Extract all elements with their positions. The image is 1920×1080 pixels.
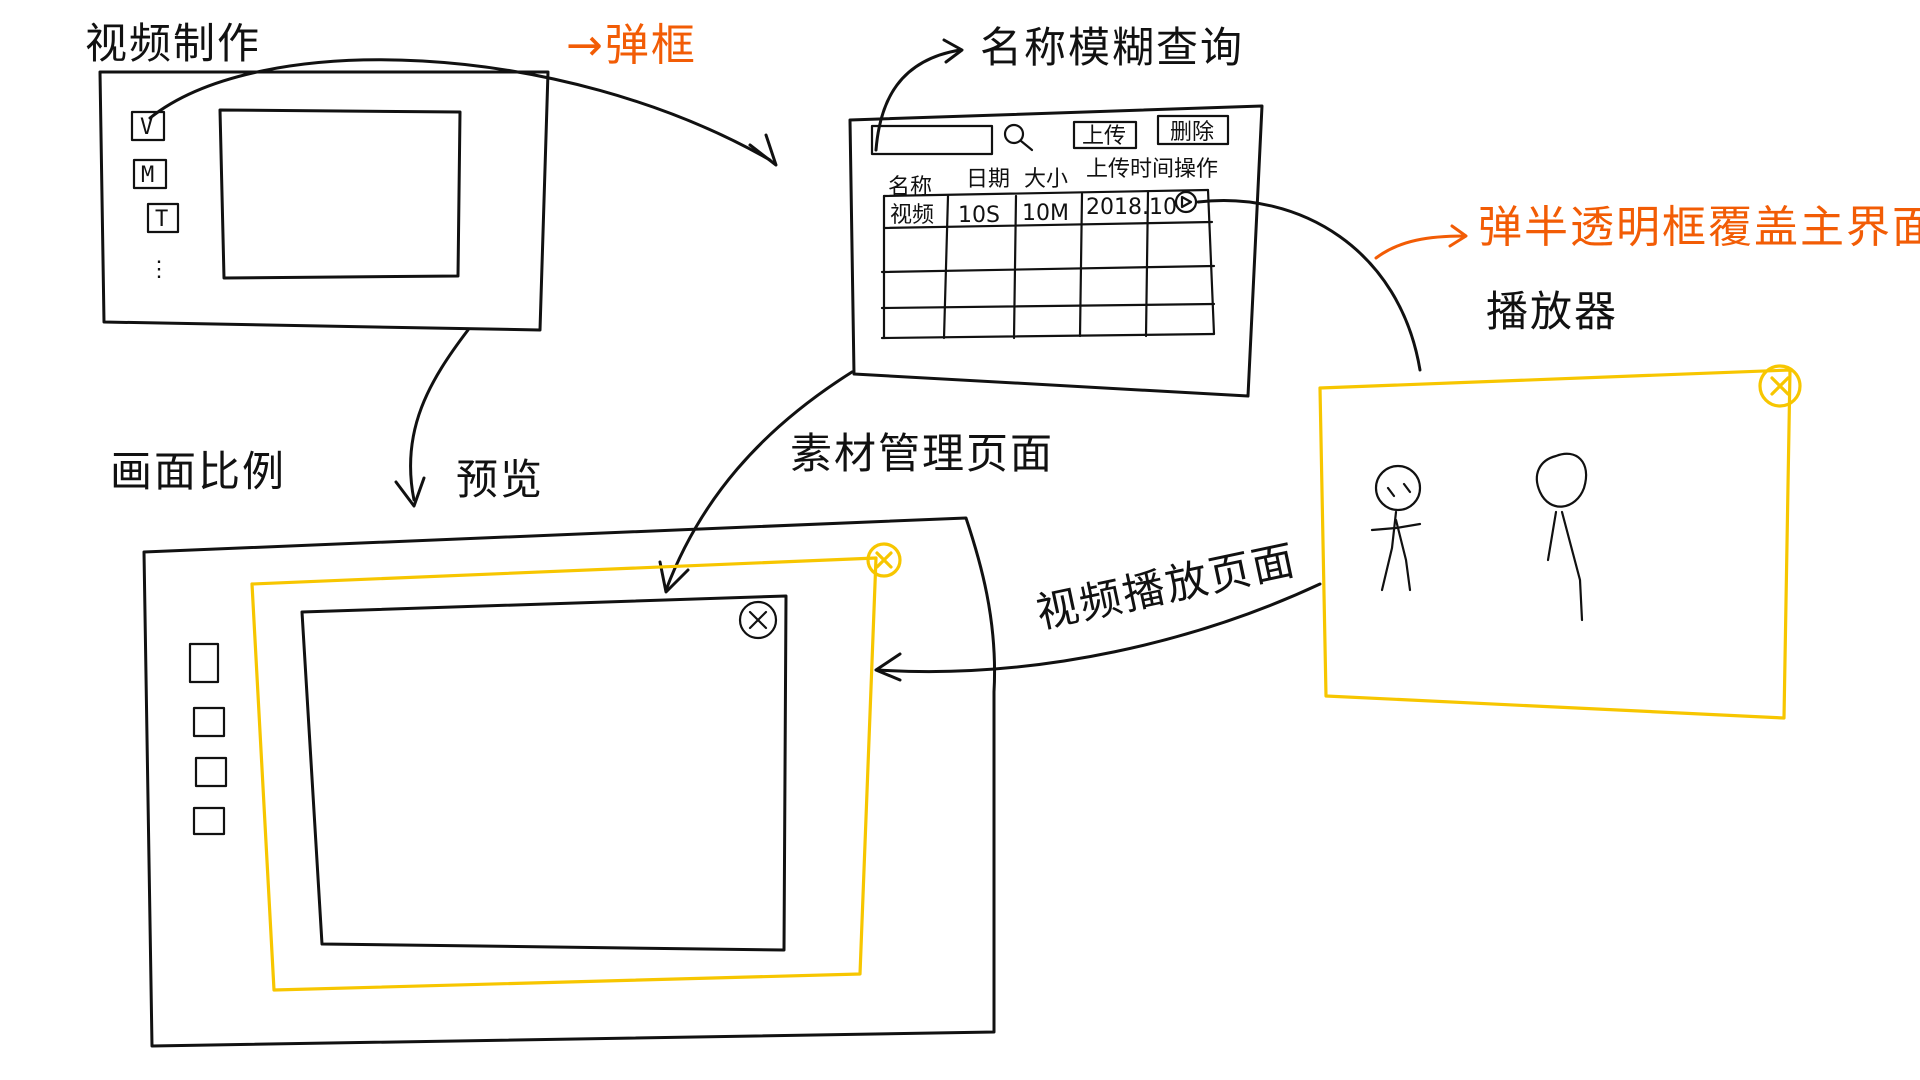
person-icon	[1370, 464, 1422, 592]
name-fuzzy-search-label: 名称模糊查询	[980, 23, 1244, 72]
arrow-player-to-preview	[876, 582, 1322, 674]
upload-button[interactable]	[1072, 120, 1138, 150]
search-icon[interactable]	[1003, 123, 1034, 152]
close-icon[interactable]	[866, 542, 902, 578]
table-row[interactable]: 视频 10S 10M 2018.10	[890, 195, 1177, 228]
upload-button-label: 上传	[1082, 124, 1126, 149]
person-icon	[1535, 452, 1588, 622]
table-header-action: 操作	[1174, 157, 1218, 182]
arrow-to-preview	[409, 328, 470, 502]
material-dialog: 名称模糊查询 上传 删除 名称 日期 大小 上传时间 操作	[848, 23, 1264, 398]
video-play-page-label: 视频播放页面	[1032, 535, 1300, 638]
tool-icon-t-label: T	[155, 207, 168, 232]
video-create-frame	[98, 70, 550, 332]
tool-icon-m[interactable]	[132, 158, 168, 190]
search-note-arrow-head	[942, 38, 964, 64]
arrow-head-player-to-preview	[874, 652, 902, 682]
ratio-option-1[interactable]	[188, 642, 220, 684]
aspect-ratio-label: 画面比例	[110, 447, 286, 496]
play-icon[interactable]	[1174, 190, 1198, 214]
player-frame	[1318, 368, 1792, 720]
table-header-date: 日期	[966, 167, 1010, 192]
search-input[interactable]	[870, 124, 994, 156]
video-create-panel: 视频制作 →弹框 V M T ⋮	[85, 19, 697, 332]
tool-icon-v[interactable]	[130, 110, 166, 142]
ratio-option-2[interactable]	[192, 706, 226, 738]
preview-overlay-frame	[250, 556, 878, 992]
table-cell-name: 视频	[890, 203, 934, 228]
video-create-canvas	[218, 108, 462, 280]
arrow-dialog-to-preview	[664, 370, 854, 592]
material-manage-page-label: 素材管理页面	[790, 429, 1054, 478]
tool-icon-v-label: V	[140, 115, 153, 140]
arrow-head-preview	[394, 476, 426, 508]
arrow-head-material-dialog	[748, 133, 778, 167]
overlay-note-arrow-head	[1448, 224, 1468, 248]
video-create-title: 视频制作	[85, 19, 261, 68]
tool-icon-t[interactable]	[146, 202, 180, 234]
close-icon[interactable]	[738, 600, 778, 640]
overlay-note-arrow	[1374, 234, 1466, 260]
arrow-head-dialog-to-preview	[658, 560, 690, 594]
delete-button-label: 删除	[1170, 120, 1214, 145]
search-note-arrow	[874, 48, 962, 152]
preview-inner-dialog	[300, 594, 788, 952]
material-table-grid	[880, 188, 1216, 340]
table-cell-upload-time: 2018.10	[1086, 195, 1177, 220]
overlay-note: 弹半透明框覆盖主界面	[1478, 202, 1920, 253]
table-cell-date: 10S	[958, 203, 1000, 228]
tool-icon-more: ⋮	[148, 257, 170, 282]
table-header-upload-time: 上传时间	[1086, 157, 1174, 182]
player-label: 播放器	[1486, 287, 1618, 336]
close-icon[interactable]	[1758, 364, 1802, 408]
popup-note: →弹框	[566, 20, 697, 71]
delete-button[interactable]	[1156, 114, 1230, 146]
player-panel: 播放器	[1318, 287, 1802, 720]
table-cell-size: 10M	[1022, 201, 1069, 226]
arrow-to-player	[1196, 199, 1422, 372]
table-header-size: 大小	[1024, 167, 1068, 192]
ratio-option-4[interactable]	[192, 806, 226, 836]
ratio-option-3[interactable]	[194, 756, 228, 788]
preview-frame	[142, 516, 997, 1048]
tool-icon-m-label: M	[141, 163, 154, 188]
arrow-to-material-dialog	[148, 58, 772, 162]
material-dialog-frame	[848, 104, 1264, 398]
preview-panel: 画面比例 预览 素材管理页面	[110, 429, 1054, 1048]
preview-label: 预览	[456, 455, 544, 504]
